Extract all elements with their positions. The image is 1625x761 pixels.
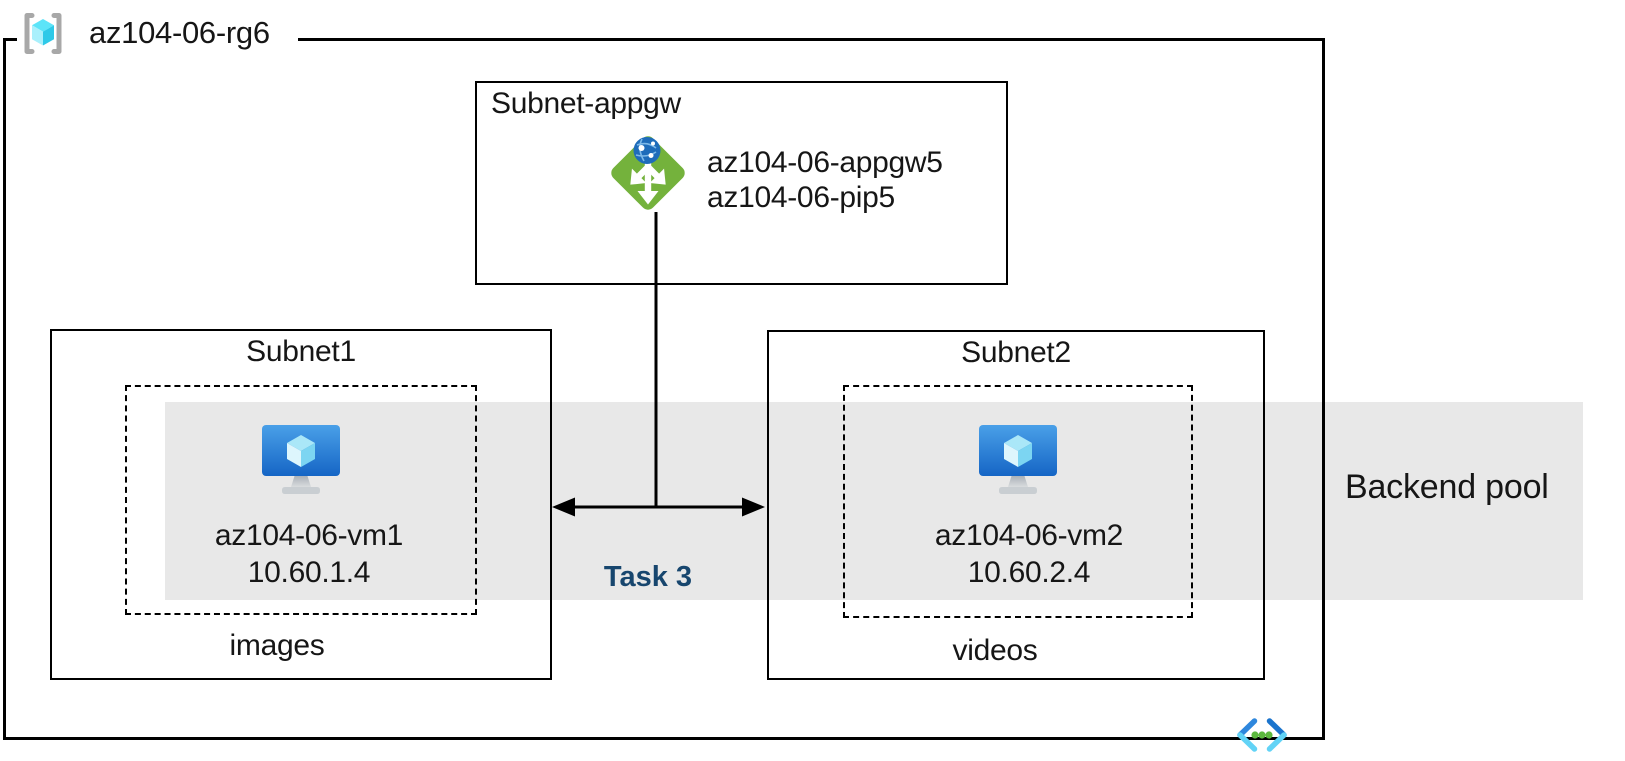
- resource-group-label-strip: [17, 36, 298, 45]
- vm1-name: az104-06-vm1: [214, 519, 404, 552]
- appgw-labels: az104-06-appgw5 az104-06-pip5: [707, 145, 943, 215]
- subnet1-caption: images: [229, 629, 325, 662]
- vm2-ip: 10.60.2.4: [967, 556, 1091, 589]
- appgw-subnet-title: Subnet-appgw: [491, 87, 681, 120]
- resource-group-icon: [24, 13, 62, 54]
- resource-group-name: az104-06-rg6: [89, 15, 270, 50]
- application-gateway-icon: [611, 136, 685, 210]
- appgw-public-ip-name: az104-06-pip5: [707, 181, 895, 214]
- subnet2-caption: videos: [952, 634, 1038, 667]
- appgw-name: az104-06-appgw5: [707, 146, 943, 179]
- virtual-machine-icon: [979, 425, 1057, 494]
- subnet2-box: [767, 330, 1265, 680]
- subnet1-box: [50, 329, 552, 680]
- vm2-group-box: [843, 385, 1193, 618]
- resource-group-box: [3, 38, 1325, 740]
- vm2-labels: az104-06-vm2 10.60.2.4: [845, 517, 1213, 591]
- appgw-subnet-box: [475, 81, 1008, 285]
- connector-arrows: [552, 212, 765, 517]
- virtual-machine-icon: [262, 425, 340, 494]
- backend-pool-band: [165, 402, 1583, 600]
- vm2-name: az104-06-vm2: [934, 519, 1124, 552]
- subnet2-title: Subnet2: [961, 336, 1071, 369]
- task-label: Task 3: [603, 561, 693, 593]
- virtual-network-icon: [1237, 718, 1287, 752]
- vm1-group-box: [125, 385, 477, 615]
- vm1-ip: 10.60.1.4: [247, 556, 371, 589]
- subnet1-title: Subnet1: [246, 335, 356, 368]
- vm1-labels: az104-06-vm1 10.60.1.4: [125, 517, 493, 591]
- backend-pool-label: Backend pool: [1345, 468, 1549, 506]
